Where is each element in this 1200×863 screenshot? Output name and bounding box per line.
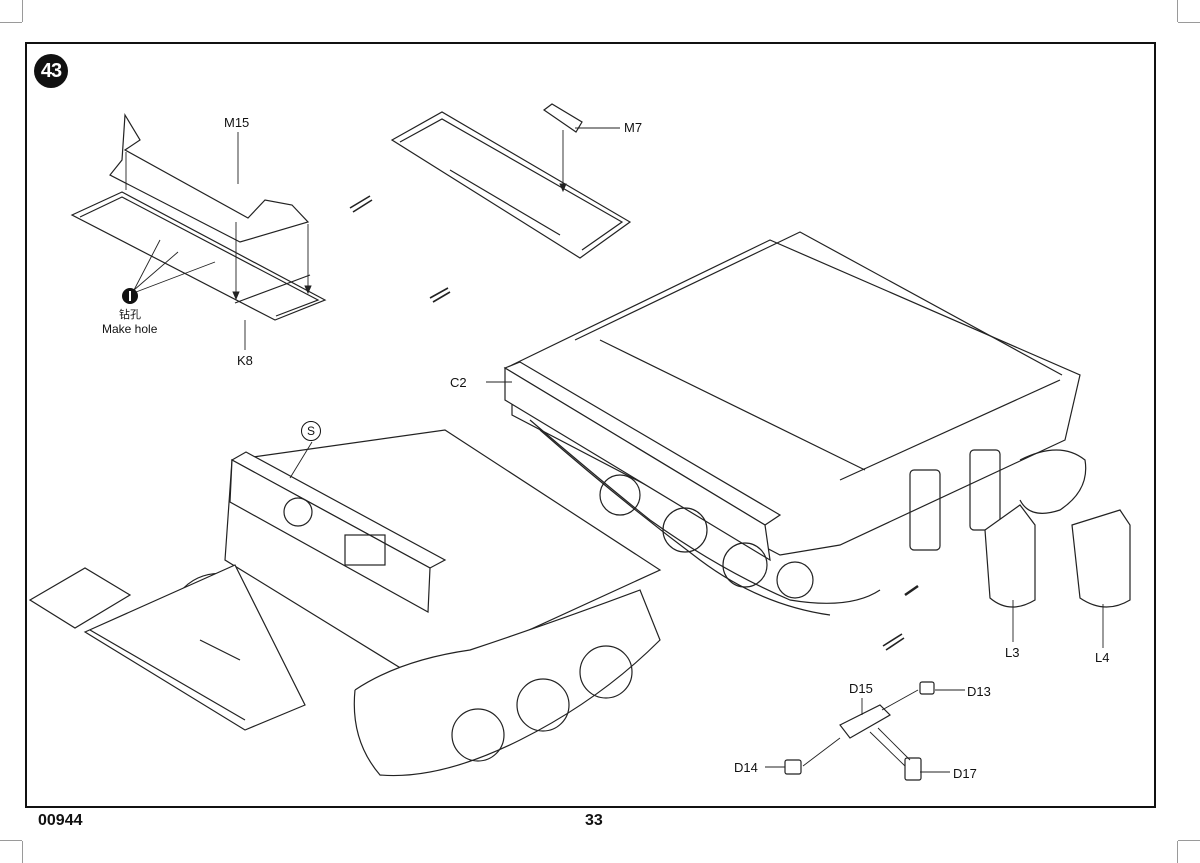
sub-assembly-symbol: S xyxy=(301,421,321,441)
crop-mark xyxy=(22,0,23,22)
upper-floor-plate xyxy=(390,111,632,259)
d15-part xyxy=(839,704,891,739)
m7-part xyxy=(542,103,583,133)
kit-number: 00944 xyxy=(38,812,83,829)
part-label-m7: M7 xyxy=(624,120,643,135)
part-label-k8: K8 xyxy=(237,353,253,368)
drill-label-english: Make hole xyxy=(102,322,158,336)
part-label-d15: D15 xyxy=(849,681,873,696)
crop-mark xyxy=(1177,0,1178,22)
crop-mark xyxy=(22,841,23,863)
rear-floor-plate xyxy=(28,564,306,731)
d14-part xyxy=(784,759,802,775)
part-label-c2: C2 xyxy=(450,375,467,390)
step-number-badge: 43 xyxy=(34,54,68,88)
d17-part xyxy=(904,757,922,781)
part-label-l4: L4 xyxy=(1095,650,1110,665)
crop-mark xyxy=(1178,22,1200,23)
m15-cover-plate xyxy=(109,113,310,243)
crop-mark xyxy=(0,22,22,23)
d13-part xyxy=(919,681,935,695)
page-number: 33 xyxy=(585,812,603,829)
part-label-l3: L3 xyxy=(1005,645,1020,660)
part-label-m15: M15 xyxy=(224,115,250,130)
l3-guard xyxy=(984,504,1036,608)
tiger-hull-main xyxy=(503,231,1087,616)
drill-label-chinese: 钻孔 xyxy=(119,309,141,321)
crop-mark xyxy=(0,840,22,841)
step-frame xyxy=(25,42,1156,808)
drill-icon xyxy=(122,288,138,304)
part-label-d14: D14 xyxy=(734,760,758,775)
part-label-d17: D17 xyxy=(953,766,977,781)
part-label-d13: D13 xyxy=(967,684,991,699)
k8-floor-plate xyxy=(70,191,327,321)
crop-mark xyxy=(1177,841,1178,863)
tiger-hull-secondary xyxy=(179,429,662,777)
l4-guard xyxy=(1071,509,1131,608)
crop-mark xyxy=(1178,840,1200,841)
